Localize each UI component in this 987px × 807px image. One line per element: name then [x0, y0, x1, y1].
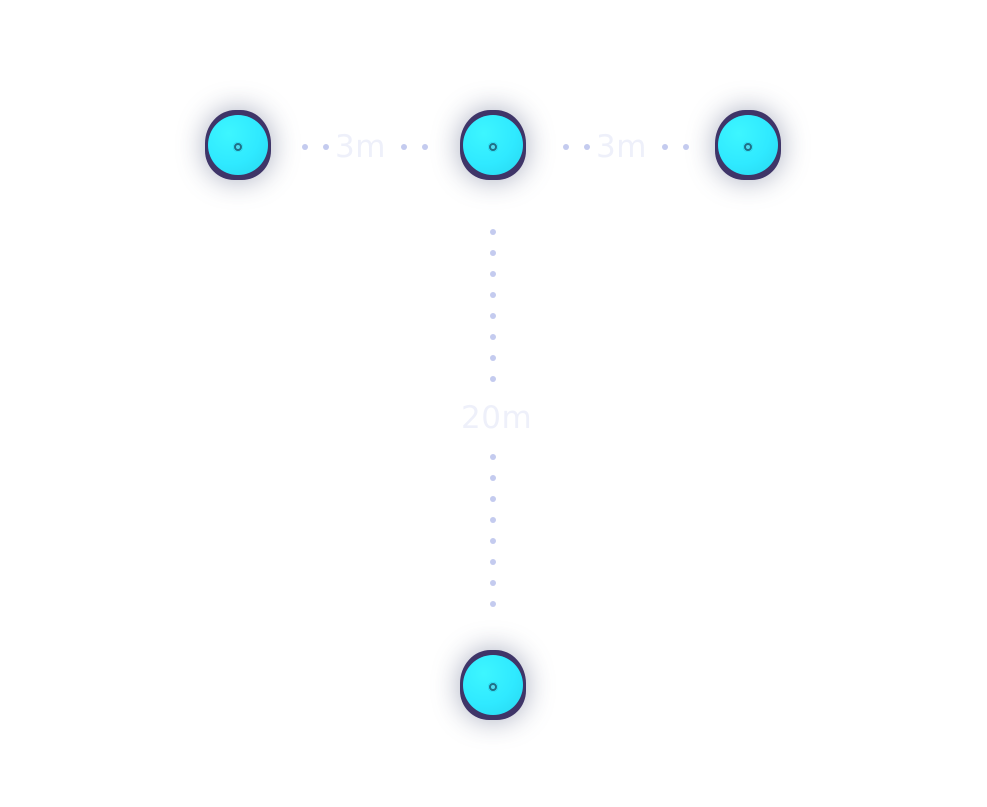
connector-dot [490, 454, 496, 460]
connector-dot [422, 144, 428, 150]
camera-icon [233, 142, 243, 152]
connector-dot [490, 376, 496, 382]
connector-dot [490, 496, 496, 502]
connector-dot [584, 144, 590, 150]
connector-dot [302, 144, 308, 150]
connector-dot [490, 538, 496, 544]
connector-dot [401, 144, 407, 150]
distance-label-left-center: 3m [335, 129, 386, 165]
connector-dot [490, 517, 496, 523]
connector-dot [490, 229, 496, 235]
connector-dot [490, 313, 496, 319]
camera-icon [488, 682, 498, 692]
connector-dot [490, 355, 496, 361]
device-left [205, 110, 271, 180]
device-right [715, 110, 781, 180]
distance-label-center-bottom: 20m [461, 400, 533, 436]
connector-dot [490, 559, 496, 565]
connector-dot [323, 144, 329, 150]
connector-dot [683, 144, 689, 150]
camera-icon [743, 142, 753, 152]
camera-icon [488, 142, 498, 152]
connector-dot [490, 601, 496, 607]
device-center [460, 110, 526, 180]
connector-dot [490, 580, 496, 586]
connector-dot [662, 144, 668, 150]
distance-label-center-right: 3m [596, 129, 647, 165]
connector-dot [490, 271, 496, 277]
connector-dot [490, 334, 496, 340]
device-bottom [460, 650, 526, 720]
connector-dot [563, 144, 569, 150]
connector-dot [490, 475, 496, 481]
connector-dot [490, 292, 496, 298]
connector-dot [490, 250, 496, 256]
